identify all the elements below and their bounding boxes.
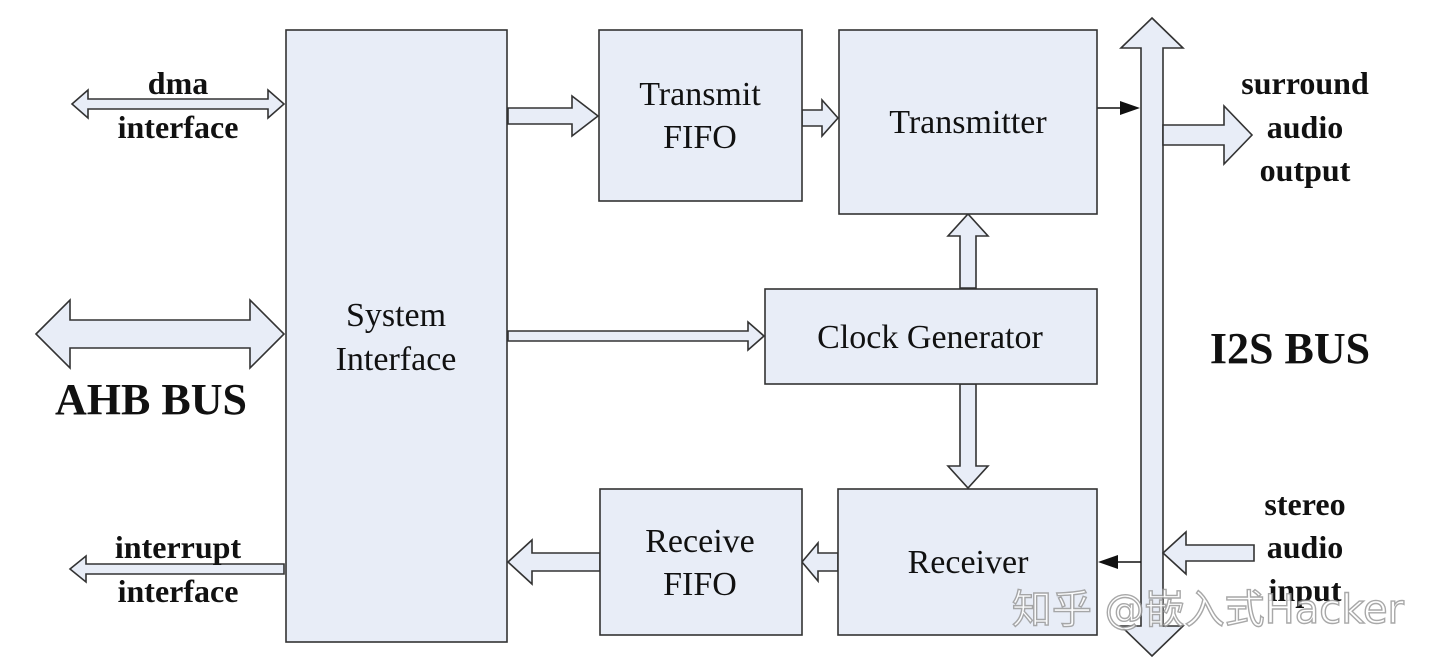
transmitter-block [838, 29, 1098, 215]
receive-fifo-label-2: FIFO [663, 566, 737, 603]
stereo-input-arrow [1161, 530, 1255, 576]
surround-output-arrow [1162, 104, 1254, 166]
clock-generator-label: Clock Generator [817, 319, 1043, 356]
interrupt-interface-arrow [68, 554, 285, 584]
system-interface-label-1: System [346, 297, 446, 334]
dma-interface-arrow [70, 88, 286, 120]
transmit-fifo-label-1: Transmit [639, 76, 761, 113]
clock-generator-block [764, 288, 1098, 385]
ahb-bus-arrow [34, 298, 286, 370]
surround-output-label-2: audio [1267, 109, 1343, 145]
i2s-bus-label: I2S BUS [1210, 324, 1370, 373]
stereo-input-label-1: stereo [1264, 486, 1345, 522]
surround-output-label-1: surround [1241, 65, 1369, 101]
stereo-input-label-3: input [1269, 572, 1342, 608]
surround-output-label-3: output [1260, 152, 1351, 188]
receive-fifo-label-1: Receive [645, 523, 755, 560]
clockgen-to-receiver-arrow [946, 383, 990, 490]
transmitter-label: Transmitter [889, 104, 1047, 141]
receive-fifo-block [599, 488, 803, 636]
sysif-to-txfifo-arrow [507, 94, 600, 138]
stereo-input-label-2: audio [1267, 529, 1343, 565]
interrupt-interface-label-1: interrupt [115, 529, 242, 565]
transmit-fifo-block [598, 29, 803, 202]
dma-interface-label-1: dma [148, 65, 208, 101]
transmitter-to-i2s-head [1120, 101, 1140, 115]
system-interface-label-2: Interface [336, 341, 457, 378]
rxfifo-to-sysif-arrow [506, 538, 601, 586]
dma-interface-label-2: interface [118, 109, 239, 145]
watermark-text: 知乎 @嵌入式Hacker [1012, 587, 1405, 633]
ahb-bus-label: AHB BUS [55, 375, 247, 424]
interrupt-interface-label-2: interface [118, 573, 239, 609]
i2s-to-receiver-head [1098, 555, 1118, 569]
system-interface-block [285, 29, 508, 643]
clockgen-to-transmitter-arrow [946, 212, 990, 289]
receiver-block [837, 488, 1098, 636]
receiver-label: Receiver [908, 544, 1029, 581]
transmit-fifo-label-2: FIFO [663, 119, 737, 156]
i2s-bus-arrow [1119, 16, 1185, 658]
receiver-to-rxfifo-arrow [800, 540, 839, 584]
sysif-to-clockgen-arrow [507, 320, 766, 352]
txfifo-to-transmitter-arrow [801, 97, 840, 139]
